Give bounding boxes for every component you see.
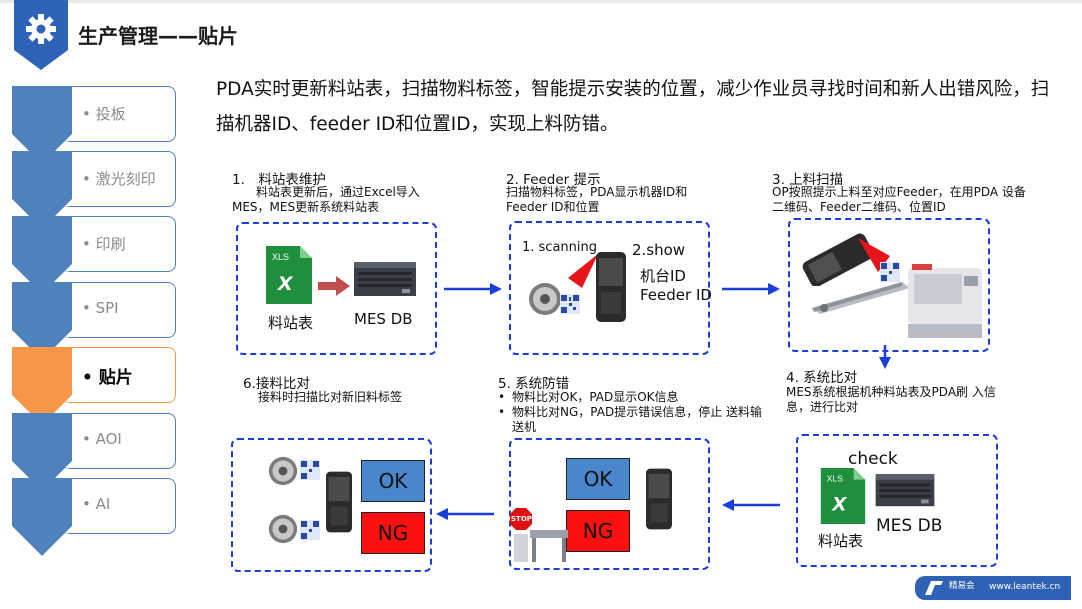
chevron-down-icon xyxy=(12,86,72,166)
pda-device-icon xyxy=(326,471,352,533)
chevron-down-icon xyxy=(12,151,72,231)
step2-machine-label: 机台ID xyxy=(640,267,686,285)
flow-arrow-2-3 xyxy=(722,283,780,295)
leantek-logo-icon xyxy=(925,581,943,595)
smt-machine-icon xyxy=(908,264,982,338)
qr-code-icon xyxy=(300,520,320,540)
stop-conveyor-icon xyxy=(510,508,568,562)
sidebar-item[interactable]: • 激光刻印 xyxy=(12,151,176,231)
step2-show-label: 2.show xyxy=(632,241,686,259)
svg-text:XLS: XLS xyxy=(272,252,289,262)
sidebar-item-label: • AOI xyxy=(82,430,122,448)
qr-code-icon xyxy=(300,460,320,480)
chevron-down-icon xyxy=(12,347,72,427)
sidebar-item-box xyxy=(60,216,176,272)
step5-title: 5. 系统防错 xyxy=(498,376,570,392)
chevron-down-icon xyxy=(12,478,72,558)
stop-sign-label: STOP xyxy=(511,515,532,523)
header-badge xyxy=(14,0,68,70)
step4-title: 4. 系统比对 xyxy=(786,370,858,386)
svg-text:x: x xyxy=(276,266,294,296)
sidebar-item-label: • 印刷 xyxy=(82,235,126,253)
flow-arrow-3-4 xyxy=(879,345,891,369)
reel-icon xyxy=(529,283,561,315)
step1-desc: 料站表更新后，通过Excel导入 MES，MES更新系统料站表 xyxy=(232,185,420,214)
sidebar-item-label: • 投板 xyxy=(82,105,126,123)
step2-feeder-label: Feeder ID xyxy=(640,286,712,304)
footer-brand: 精易会 xyxy=(949,581,975,591)
ng-status: NG xyxy=(566,510,630,552)
scan-beam xyxy=(568,254,598,288)
sidebar-item-box xyxy=(60,478,176,534)
svg-text:XLS: XLS xyxy=(827,474,844,484)
flow-arrow-1-2 xyxy=(444,283,502,295)
ok-status: OK xyxy=(361,460,425,502)
sidebar-item[interactable]: • 投板 xyxy=(12,86,176,166)
sidebar-item-label: • 激光刻印 xyxy=(82,170,156,188)
step2-desc: 扫描物料标签，PDA显示机器ID和 Feeder ID和位置 xyxy=(506,185,688,214)
pda-device-icon xyxy=(596,252,626,322)
sidebar-item[interactable]: • 印刷 xyxy=(12,216,176,296)
page-title: 生产管理——贴片 xyxy=(78,24,238,48)
step4-db-label: MES DB xyxy=(876,516,943,536)
reel-icon xyxy=(268,456,298,486)
step3-desc: OP按照提示上料至对应Feeder，在用PDA 设备二维码、Feeder二维码、… xyxy=(772,185,1026,214)
step4-excel-label: 料站表 xyxy=(818,532,864,550)
step6-box xyxy=(231,438,432,572)
sidebar-item-box xyxy=(60,413,176,469)
excel-icon: XLS x xyxy=(820,468,866,524)
step4-check-label: check xyxy=(848,449,898,469)
sidebar-item-label: • AI xyxy=(82,495,111,513)
sidebar-item-label: • 贴片 xyxy=(82,368,133,388)
excel-icon: XLS x xyxy=(266,246,312,304)
chevron-down-icon xyxy=(12,413,72,493)
step1-db-label: MES DB xyxy=(354,310,413,328)
flow-arrow-4-5 xyxy=(722,499,780,511)
footer-url: www.leantek.cn xyxy=(989,582,1061,592)
step4-box xyxy=(796,434,998,567)
step5-bullet-ok: 物料比对OK，PAD显示OK信息 xyxy=(498,390,768,405)
footer-logo: 精易会 www.leantek.cn xyxy=(915,576,1071,600)
sidebar-item[interactable]: • 贴片 xyxy=(12,347,176,427)
step5-bullet-ng: 物料比对NG，PAD提示错误信息，停止 送料输送机 xyxy=(498,405,768,435)
qr-code-icon xyxy=(560,294,580,314)
ok-status: OK xyxy=(566,458,630,500)
step3-box xyxy=(788,218,990,352)
step2-box xyxy=(509,221,710,355)
pda-device-icon xyxy=(802,233,874,286)
sidebar-item[interactable]: • AI xyxy=(12,478,176,558)
svg-text:x: x xyxy=(830,488,847,516)
sidebar-item[interactable]: • SPI xyxy=(12,282,176,362)
sidebar-item-label: • SPI xyxy=(82,299,119,317)
arrow-right-icon xyxy=(318,276,350,296)
step6-title: 6.接料比对 xyxy=(243,376,310,392)
pda-device-icon xyxy=(646,468,672,530)
chevron-down-icon xyxy=(12,282,72,362)
server-icon xyxy=(875,474,935,507)
step2-title: 2. Feeder 提示 xyxy=(506,172,601,188)
sidebar-item-box xyxy=(60,86,176,142)
qr-code-icon xyxy=(880,262,900,282)
step4-desc: MES系统根据机种料站表及PDA刷 入信息，进行比对 xyxy=(786,385,996,414)
step5-box xyxy=(509,438,710,570)
step5-bullets: 物料比对OK，PAD显示OK信息 物料比对NG，PAD提示错误信息，停止 送料输… xyxy=(498,390,768,435)
feeder-icon xyxy=(812,282,910,314)
server-icon xyxy=(354,262,416,296)
sidebar-item[interactable]: • AOI xyxy=(12,413,176,493)
flow-arrow-5-6 xyxy=(436,508,494,520)
step3-title: 3. 上料扫描 xyxy=(772,172,844,188)
sidebar-item-box xyxy=(60,151,176,207)
step1-title: 1. 料站表维护 xyxy=(232,172,326,188)
top-border xyxy=(0,0,1082,3)
step1-excel-label: 料站表 xyxy=(268,314,314,332)
step2-scan-label: 1. scanning xyxy=(522,240,598,255)
ng-status: NG xyxy=(361,512,425,554)
reel-icon xyxy=(268,514,298,544)
step6-desc: 接料时扫描比对新旧料标签 xyxy=(258,390,403,404)
chevron-down-icon xyxy=(12,216,72,296)
intro-text: PDA实时更新料站表，扫描物料标签，智能提示安装的位置，减少作业员寻找时间和新人… xyxy=(216,79,1050,135)
step1-box xyxy=(236,222,437,355)
gear-icon xyxy=(26,14,56,44)
